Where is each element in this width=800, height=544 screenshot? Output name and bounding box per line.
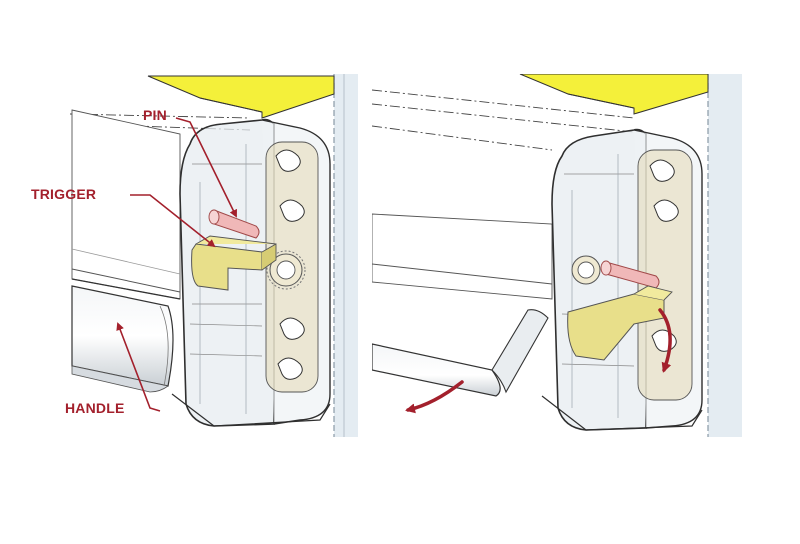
left-diagram-panel: PIN TRIGGER HANDLE [0,74,370,437]
rail-dashlines [69,113,251,149]
gear-wheel [266,250,306,290]
left-mechanism-drawing [69,74,358,437]
trigger-part [191,235,277,291]
gear-wheel [571,255,601,285]
rotation-arrow-handle [405,380,464,414]
roller-body [71,109,181,300]
handle-part [71,285,174,393]
end-cap-housing [541,128,703,431]
rail-dashlines [372,89,635,151]
pin-label: PIN [143,107,167,123]
handle-label: HANDLE [65,400,125,416]
leader-arrows [116,117,237,412]
yellow-top-panel [519,74,709,115]
right-diagram-panel [372,74,742,437]
wall-strip [707,74,742,437]
wall-strip [333,74,358,437]
trigger-label: TRIGGER [31,186,97,202]
right-mechanism-drawing [372,74,742,437]
roller-body [372,213,553,300]
pin-part [208,209,260,239]
leader-arrow-pin [175,117,237,218]
rotation-arrows [405,308,672,414]
trigger-part [567,285,673,361]
yellow-top-panel [147,75,335,119]
rotation-arrow-trigger [658,308,672,373]
handle-part [372,309,549,397]
leader-arrow-handle [116,322,161,412]
leader-arrow-trigger [130,194,216,248]
